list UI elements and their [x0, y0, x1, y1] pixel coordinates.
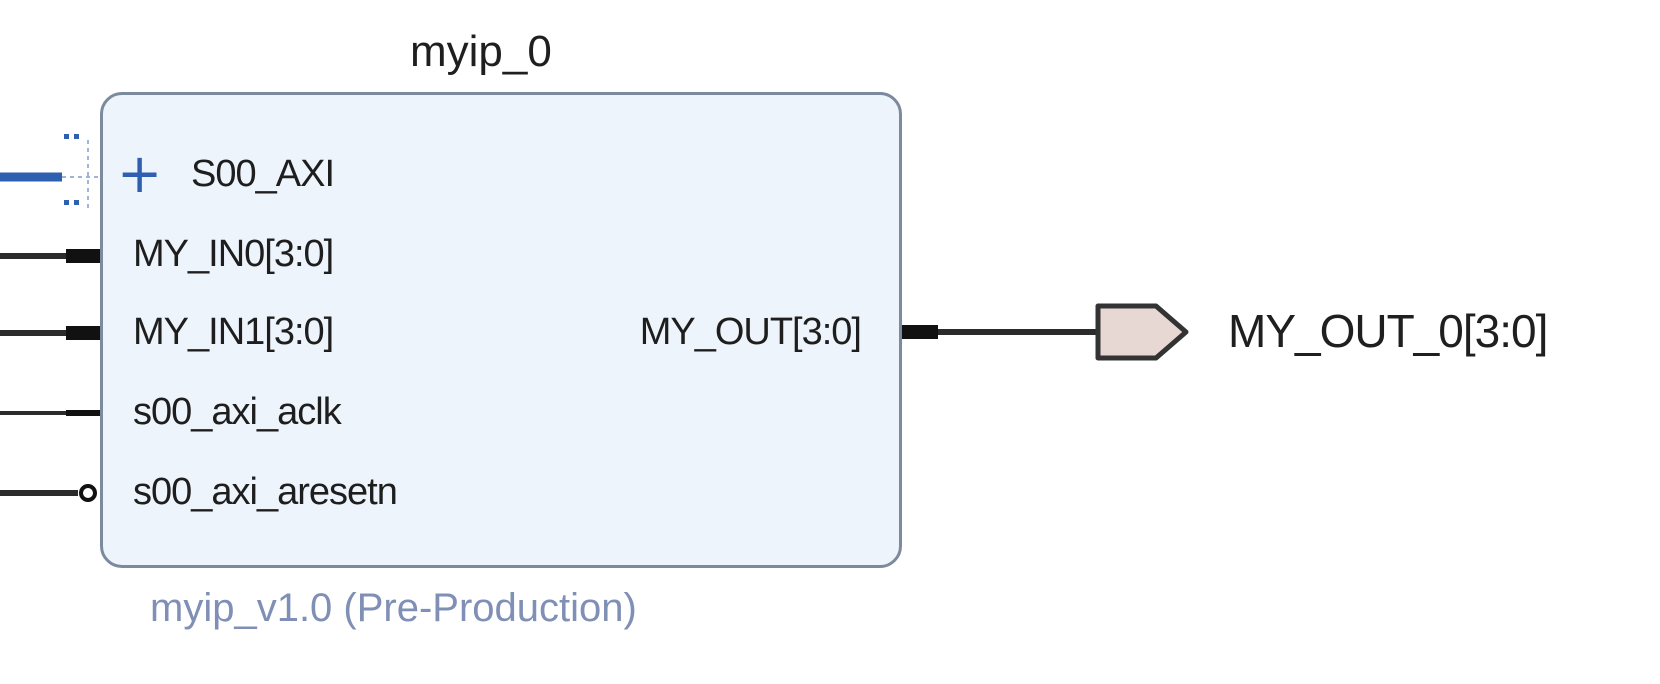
external-port-label[interactable]: MY_OUT_0[3:0] — [1228, 305, 1548, 357]
active-low-bubble-icon — [79, 484, 97, 502]
ip-block[interactable]: + S00_AXI MY_IN0[3:0] MY_IN1[3:0] s00_ax… — [100, 92, 902, 568]
port-s00-axi[interactable]: S00_AXI — [191, 153, 335, 195]
interface-connector-icon — [62, 134, 100, 212]
my-out-pin-icon — [902, 325, 938, 339]
port-s00-axi-aresetn[interactable]: s00_axi_aresetn — [133, 471, 398, 513]
port-my-in0[interactable]: MY_IN0[3:0] — [133, 233, 334, 275]
instance-name: myip_0 — [410, 27, 552, 76]
port-my-out[interactable]: MY_OUT[3:0] — [639, 311, 862, 353]
port-s00-axi-aclk[interactable]: s00_axi_aclk — [133, 391, 342, 433]
my-in1-pin-icon — [66, 326, 100, 340]
plus-icon[interactable]: + — [117, 142, 163, 205]
output-port-icon[interactable] — [1095, 303, 1189, 361]
port-my-in1[interactable]: MY_IN1[3:0] — [133, 311, 334, 353]
my-in0-pin-icon — [66, 249, 100, 263]
ip-version-label: myip_v1.0 (Pre-Production) — [150, 586, 637, 630]
